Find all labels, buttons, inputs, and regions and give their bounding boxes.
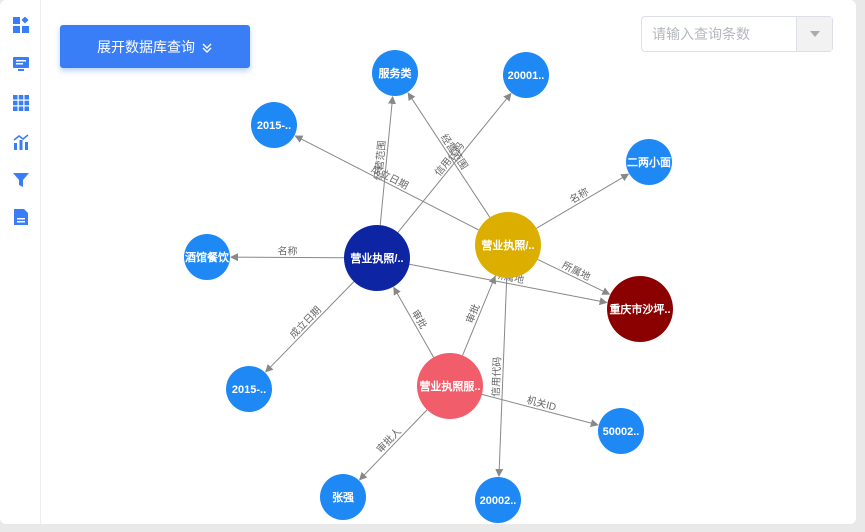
node-circle[interactable] bbox=[226, 366, 272, 412]
node-label: 服务类 bbox=[379, 66, 413, 80]
node-20002[interactable]: 20002.. bbox=[475, 477, 521, 523]
edge-license-b-to-chongqing bbox=[537, 258, 611, 295]
node-20001[interactable]: 20001.. bbox=[503, 52, 549, 98]
node-circle[interactable] bbox=[598, 408, 644, 454]
edge-label: 所属地 bbox=[560, 259, 593, 284]
dropdown-toggle[interactable] bbox=[796, 17, 832, 51]
edge-label: 信用代码 bbox=[490, 357, 504, 397]
node-service[interactable]: 服务类 bbox=[372, 50, 418, 96]
edge-label: 成立日期 bbox=[287, 303, 324, 341]
edge-service-lic-to-license-a bbox=[393, 286, 435, 358]
node-circle[interactable] bbox=[607, 276, 673, 342]
node-license-a[interactable]: 营业执照/.. bbox=[344, 225, 410, 291]
edge-license-b-to-2015a bbox=[294, 135, 479, 231]
node-label: 50002.. bbox=[603, 426, 640, 438]
expand-button-label: 展开数据库查询 bbox=[97, 38, 195, 55]
node-label: 重庆市沙坪.. bbox=[609, 302, 670, 316]
main-panel: 经营范围信用代码名称成立日期所属地经营范围成立日期名称所属地信用代码审批审批机关… bbox=[0, 0, 856, 524]
node-jiuguan[interactable]: 酒馆餐饮 bbox=[184, 234, 230, 280]
edge-license-b-to-20002 bbox=[495, 277, 508, 478]
node-label: 2015-.. bbox=[232, 384, 266, 396]
edge-license-a-to-jiuguan bbox=[229, 253, 345, 262]
expand-database-query-button[interactable]: 展开数据库查询 bbox=[60, 25, 250, 68]
dashboard-icon[interactable] bbox=[13, 16, 29, 33]
node-service-lic[interactable]: 营业执照服.. bbox=[417, 353, 483, 419]
node-circle[interactable] bbox=[184, 234, 230, 280]
filter-icon[interactable] bbox=[13, 172, 29, 188]
node-circle[interactable] bbox=[344, 225, 410, 291]
node-label: 营业执照/.. bbox=[350, 251, 403, 265]
node-label: 酒馆餐饮 bbox=[185, 250, 230, 264]
edge-service-lic-to-license-b bbox=[462, 275, 497, 356]
node-50002[interactable]: 50002.. bbox=[598, 408, 644, 454]
edges-layer: 经营范围信用代码名称成立日期所属地经营范围成立日期名称所属地信用代码审批审批机关… bbox=[229, 92, 630, 481]
edge-license-a-to-chongqing bbox=[409, 263, 608, 306]
node-label: 20002.. bbox=[480, 495, 517, 507]
node-2015a[interactable]: 2015-.. bbox=[251, 102, 297, 148]
node-label: 张强 bbox=[332, 490, 354, 504]
node-label: 2015-.. bbox=[257, 120, 291, 132]
edge-label: 名称 bbox=[278, 244, 298, 257]
grid-icon[interactable] bbox=[13, 95, 29, 111]
node-circle[interactable] bbox=[626, 139, 672, 185]
node-label: 20001.. bbox=[508, 70, 545, 82]
edge-label: 审批 bbox=[409, 307, 430, 331]
node-circle[interactable] bbox=[372, 50, 418, 96]
edge-license-a-to-service bbox=[379, 95, 396, 226]
node-label: 营业执照/.. bbox=[481, 238, 534, 252]
node-circle[interactable] bbox=[475, 477, 521, 523]
query-count-input[interactable] bbox=[642, 17, 798, 51]
query-count-select[interactable] bbox=[641, 16, 833, 52]
bar-chart-icon[interactable] bbox=[13, 134, 29, 150]
node-circle[interactable] bbox=[475, 212, 541, 278]
edge-license-b-to-service bbox=[407, 92, 491, 218]
edge-license-b-to-xiaomian bbox=[536, 173, 630, 229]
caret-down-icon bbox=[809, 31, 820, 37]
node-zhangqiang[interactable]: 张强 bbox=[320, 474, 366, 520]
node-chongqing[interactable]: 重庆市沙坪.. bbox=[607, 276, 673, 342]
edge-license-a-to-2015b bbox=[265, 281, 355, 373]
node-label: 营业执照服.. bbox=[419, 379, 480, 393]
node-label: 二两小面 bbox=[627, 155, 671, 169]
edge-label: 经营范围 bbox=[372, 140, 389, 181]
node-circle[interactable] bbox=[251, 102, 297, 148]
edge-service-lic-to-50002 bbox=[481, 393, 599, 427]
edge-label: 审批 bbox=[463, 302, 483, 325]
node-circle[interactable] bbox=[417, 353, 483, 419]
node-2015b[interactable]: 2015-.. bbox=[226, 366, 272, 412]
node-xiaomian[interactable]: 二两小面 bbox=[626, 139, 672, 185]
document-icon[interactable] bbox=[13, 209, 29, 225]
monitor-icon[interactable] bbox=[13, 56, 29, 72]
node-circle[interactable] bbox=[320, 474, 366, 520]
edge-label: 审批人 bbox=[374, 425, 404, 456]
node-circle[interactable] bbox=[503, 52, 549, 98]
edge-service-lic-to-zhangqiang bbox=[358, 409, 428, 481]
node-license-b[interactable]: 营业执照/.. bbox=[475, 212, 541, 278]
sidebar bbox=[0, 0, 41, 524]
relationship-graph[interactable]: 经营范围信用代码名称成立日期所属地经营范围成立日期名称所属地信用代码审批审批机关… bbox=[0, 0, 856, 524]
double-chevron-down-icon bbox=[201, 41, 213, 53]
edge-label: 名称 bbox=[567, 185, 591, 206]
